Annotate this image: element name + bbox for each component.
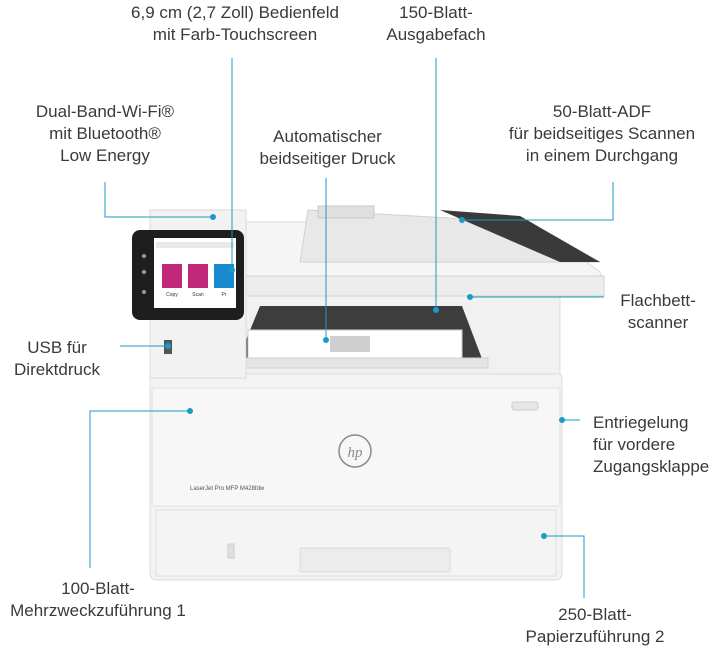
label-flatbed-line2: scanner	[627, 313, 689, 332]
label-adf-line1: 50-Blatt-ADF	[552, 102, 652, 121]
callout-dot-adf	[459, 217, 465, 223]
label-output-tray-line1: 150-Blatt-	[399, 3, 473, 22]
printer-front-door	[151, 387, 561, 507]
callout-dot-front-door	[559, 417, 565, 423]
callout-line-tray2	[544, 535, 585, 598]
label-wifi: Dual-Band-Wi-Fi® mit Bluetooth® Low Ener…	[20, 101, 190, 167]
callout-line-adf	[462, 182, 614, 221]
label-tray2-line1: 250-Blatt-	[558, 605, 632, 624]
label-usb-line2: Direktdruck	[14, 360, 100, 379]
label-mp-tray-line1: 100-Blatt-	[61, 579, 135, 598]
label-control-panel-line1: 6,9 cm (2,7 Zoll) Bedienfeld	[131, 3, 339, 22]
label-wifi-line1: Dual-Band-Wi-Fi®	[35, 102, 175, 121]
label-adf-line3: in einem Durchgang	[525, 146, 679, 165]
touchscreen-statusbar	[156, 242, 234, 248]
callout-line-wifi	[104, 182, 213, 218]
label-adf-line2: für beidseitiges Scannen	[508, 124, 696, 143]
label-flatbed-line1: Flachbett-	[620, 291, 696, 310]
hp-logo	[338, 434, 372, 468]
callout-dots	[165, 214, 565, 539]
label-front-door-line1: Entriegelung	[593, 413, 689, 432]
door-release-button	[511, 401, 539, 411]
app-label-print: Pr	[222, 292, 227, 298]
label-front-door-line2: für vordere	[593, 435, 676, 454]
callout-lines	[89, 58, 614, 598]
tray-handle	[299, 547, 451, 573]
label-wifi-line3: Low Energy	[60, 146, 150, 165]
printed-page-content	[330, 336, 370, 352]
label-control-panel-line2: mit Farb-Touchscreen	[152, 25, 318, 44]
app-label-copy: Copy	[166, 292, 178, 298]
label-output-tray: 150-Blatt- Ausgabefach	[380, 2, 492, 46]
callout-dot-duplex	[323, 337, 329, 343]
callout-dot-flatbed	[467, 294, 473, 300]
app-tile-copy	[162, 264, 182, 288]
callout-dot-usb	[165, 343, 171, 349]
callout-dot-output-tray	[433, 307, 439, 313]
callout-dot-wifi	[210, 214, 216, 220]
label-adf: 50-Blatt-ADF für beidseitiges Scannen in…	[488, 101, 716, 167]
label-mp-tray: 100-Blatt- Mehrzweckzuführung 1	[0, 578, 196, 622]
label-duplex-line1: Automatischer	[273, 127, 382, 146]
callout-dot-tray2	[541, 533, 547, 539]
label-tray2: 250-Blatt- Papierzuführung 2	[505, 604, 685, 648]
label-flatbed: Flachbett- scanner	[608, 290, 708, 334]
output-bin-lip	[231, 357, 489, 369]
callout-line-mp-tray	[89, 410, 190, 568]
hp-logo-text: hp	[348, 445, 364, 461]
label-usb: USB für Direktdruck	[2, 337, 112, 381]
callout-dot-control-panel	[229, 267, 235, 273]
tray-level-indicator	[227, 543, 235, 559]
app-tile-scan	[188, 264, 208, 288]
app-label-scan: Scan	[192, 292, 204, 298]
adf-dark-panel	[440, 210, 600, 262]
back-icon	[142, 254, 146, 258]
label-usb-line1: USB für	[27, 338, 87, 357]
callout-dot-mp-tray	[187, 408, 193, 414]
label-tray2-line2: Papierzuführung 2	[525, 627, 665, 646]
label-front-door-line3: Zugangsklappe	[593, 457, 710, 476]
help-icon	[142, 290, 146, 294]
home-icon	[142, 270, 146, 274]
label-control-panel: 6,9 cm (2,7 Zoll) Bedienfeld mit Farb-To…	[90, 2, 380, 46]
label-duplex-line2: beidseitiger Druck	[259, 149, 396, 168]
label-wifi-line2: mit Bluetooth®	[49, 124, 161, 143]
flatbed-scanner	[243, 275, 605, 297]
adf-paper-guide	[317, 205, 375, 219]
label-mp-tray-line2: Mehrzweckzuführung 1	[10, 601, 186, 620]
label-output-tray-line2: Ausgabefach	[386, 25, 486, 44]
label-duplex: Automatischer beidseitiger Druck	[245, 126, 410, 170]
label-front-door: Entriegelung für vordere Zugangsklappe	[593, 412, 717, 478]
model-name: LaserJet Pro MFP M428fdw	[190, 486, 265, 492]
